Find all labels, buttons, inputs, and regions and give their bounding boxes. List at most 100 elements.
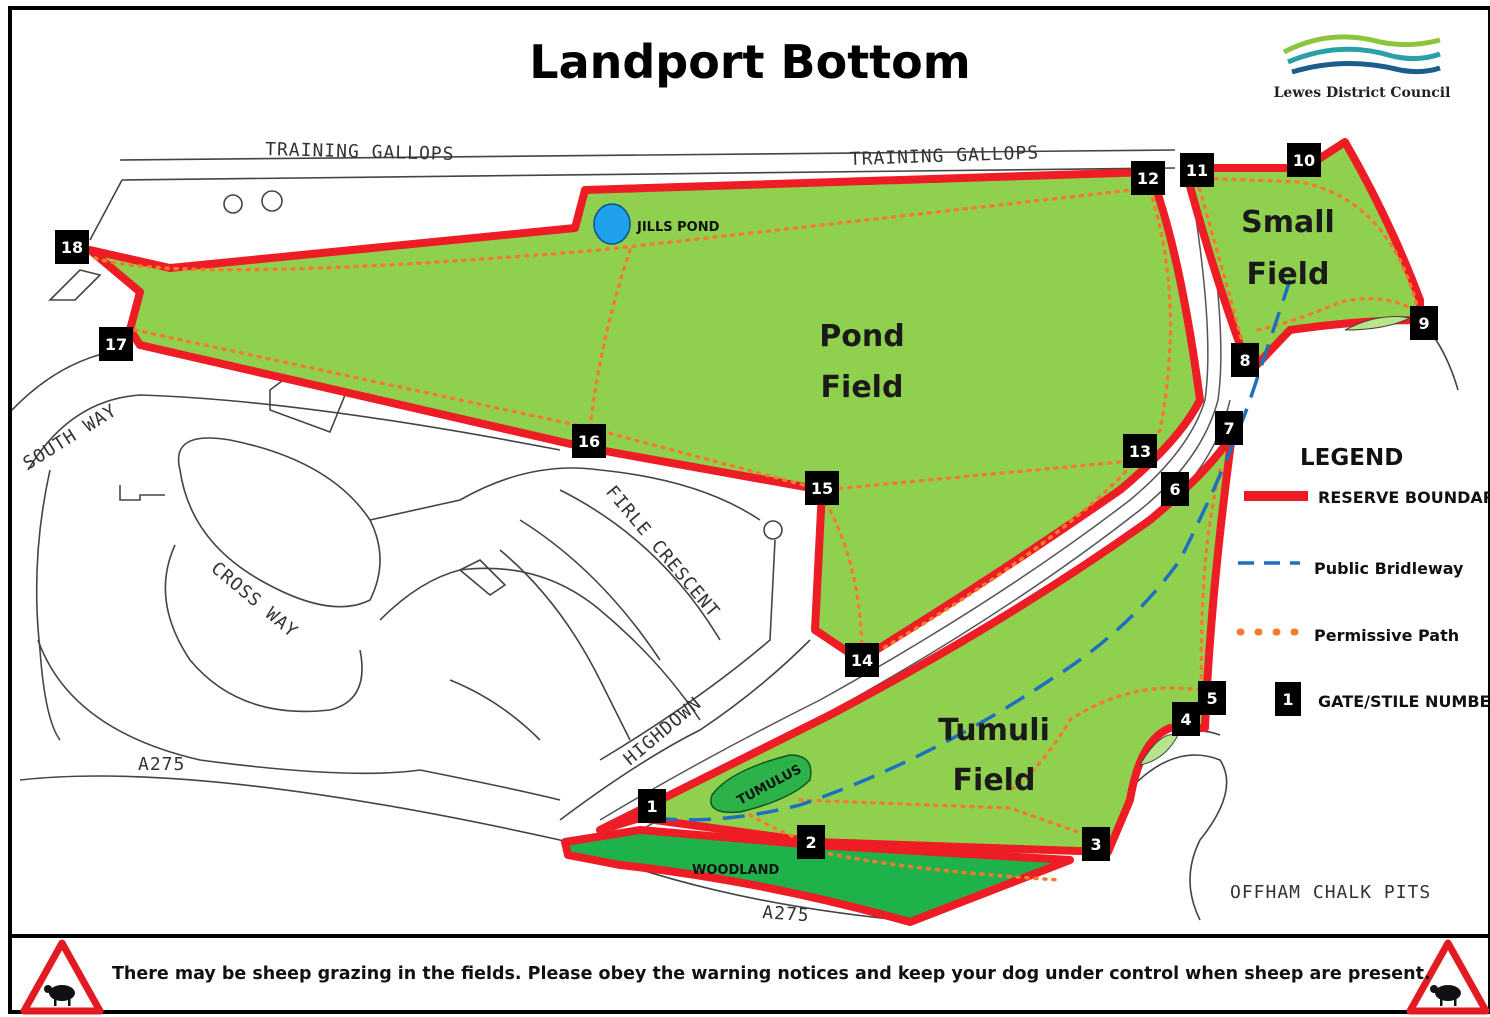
sheep-leg — [54, 999, 57, 1006]
warning-triangle — [1406, 939, 1490, 1015]
tumulus-area — [710, 754, 812, 814]
firle-arc-3 — [559, 489, 721, 641]
highdown-turning-circle — [763, 520, 783, 540]
path-pond-north — [93, 186, 1152, 272]
gate-number: 9 — [1418, 314, 1429, 333]
gate-number: 10 — [1293, 151, 1315, 170]
field-label-tumuli-line1: Tumuli — [938, 713, 1050, 748]
gate-marker-6: 6 — [1161, 472, 1189, 506]
west-road — [35, 469, 61, 741]
label-training-gallops-1: TRAINING GALLOPS — [265, 139, 455, 165]
label-a275-south: A275 — [762, 902, 811, 926]
label-woodland: WOODLAND — [692, 863, 779, 878]
gate-number: 15 — [811, 479, 833, 498]
gate-marker-4: 4 — [1172, 702, 1200, 736]
sheep-leg — [1440, 999, 1443, 1006]
gate-number: 1 — [646, 797, 657, 816]
track-line-1 — [599, 179, 1209, 821]
gate-marker-18: 18 — [55, 230, 89, 264]
path-pond-cross — [588, 248, 632, 430]
path-pond-gate-15 — [820, 493, 864, 652]
highdown-road — [599, 539, 776, 761]
gate-number: 13 — [1129, 442, 1151, 461]
logo-hill-2 — [1287, 46, 1441, 65]
sheep-notice: There may be sheep grazing in the fields… — [112, 964, 1431, 984]
gate-marker-16: 16 — [572, 424, 606, 458]
gate-marker-5: 5 — [1198, 681, 1226, 715]
field-label-small-line2: Field — [1247, 257, 1330, 292]
gate-number: 2 — [805, 833, 816, 852]
gate-number: 12 — [1137, 169, 1159, 188]
cross-way-loop — [177, 437, 381, 608]
gate-marker-11: 11 — [1180, 153, 1214, 187]
public-bridleway — [654, 279, 1292, 822]
sheep-warning-icon — [1406, 939, 1490, 1015]
path-small-north — [1195, 176, 1420, 312]
legend-boundary-label: RESERVE BOUNDARY — [1318, 488, 1490, 507]
building-firle — [458, 559, 507, 596]
label-jills-pond: JILLS POND — [636, 220, 720, 235]
legend-gate-swatch — [1275, 682, 1301, 716]
path-tumuli-north — [1008, 686, 1202, 792]
path-small-south — [1256, 296, 1420, 332]
legend-gate-symbol: 1 — [1282, 690, 1293, 709]
warning-triangle — [20, 939, 104, 1015]
gate-number: 8 — [1239, 351, 1250, 370]
building-west — [48, 269, 102, 301]
gallops-marker-2 — [261, 190, 283, 212]
gate-marker-2: 2 — [797, 825, 825, 859]
field-label-small-line1: Small — [1241, 205, 1335, 240]
gate-marker-17: 17 — [99, 327, 133, 361]
gate-marker-14: 14 — [845, 643, 879, 677]
gate-number: 18 — [61, 238, 83, 257]
cross-way-lower — [164, 544, 363, 713]
path-pond-south — [133, 328, 824, 492]
field-label-pond: Pond Field — [819, 319, 904, 405]
firle-crescent-inner — [379, 567, 701, 721]
legend-gate-label: GATE/STILE NUMBER — [1318, 692, 1490, 711]
field-label-pond-line2: Field — [821, 370, 904, 405]
path-small-west — [1195, 178, 1247, 354]
gallops-edge-inner — [121, 167, 1176, 181]
a275-road-south — [19, 775, 901, 921]
gate-number: 3 — [1090, 835, 1101, 854]
gate-number: 7 — [1223, 419, 1234, 438]
gate-markers: 1 2 3 4 5 6 7 8 9 10 11 12 13 14 15 16 1… — [55, 143, 1438, 861]
path-woodland — [810, 848, 1062, 882]
firle-arc-2 — [519, 519, 661, 661]
woodland-area — [561, 826, 1074, 926]
gallops-west-end — [89, 179, 123, 241]
gallops-edge-top — [119, 149, 1176, 161]
firle-crescent-outer — [369, 467, 761, 521]
jills-pond-icon — [593, 203, 631, 245]
highdown-link — [419, 769, 561, 801]
gate-number: 4 — [1180, 710, 1191, 729]
gate-number: 14 — [851, 651, 873, 670]
gate-marker-13: 13 — [1123, 434, 1157, 468]
legend: LEGEND RESERVE BOUNDARY Public Bridleway… — [1236, 445, 1490, 716]
council-name: Lewes District Council — [1274, 85, 1451, 101]
label-a275-west: A275 — [138, 754, 185, 775]
gate-number: 6 — [1169, 480, 1180, 499]
legend-bridleway-label: Public Bridleway — [1314, 559, 1464, 578]
gate-marker-10: 10 — [1287, 143, 1321, 177]
field-label-small: Small Field — [1241, 205, 1335, 292]
label-offham-chalk-pits: OFFHAM CHALK PITS — [1230, 882, 1431, 903]
sheep-body — [49, 985, 75, 1001]
path-tumuli-east — [1199, 468, 1222, 702]
cul-de-sac-west — [119, 485, 165, 501]
council-logo: Lewes District Council — [1274, 34, 1451, 101]
logo-hill-3 — [1291, 60, 1441, 75]
gate-number: 5 — [1206, 689, 1217, 708]
legend-title: LEGEND — [1300, 445, 1403, 471]
gate-marker-15: 15 — [805, 471, 839, 505]
sheep-leg — [1454, 999, 1457, 1006]
logo-hill-1 — [1282, 34, 1441, 55]
gate-marker-7: 7 — [1215, 411, 1243, 445]
page-title: Landport Bottom — [529, 35, 970, 89]
highdown-east — [559, 639, 811, 821]
field-label-tumuli: Tumuli Field — [938, 713, 1050, 798]
sheep-head — [44, 985, 52, 993]
sheep-leg — [68, 999, 71, 1006]
